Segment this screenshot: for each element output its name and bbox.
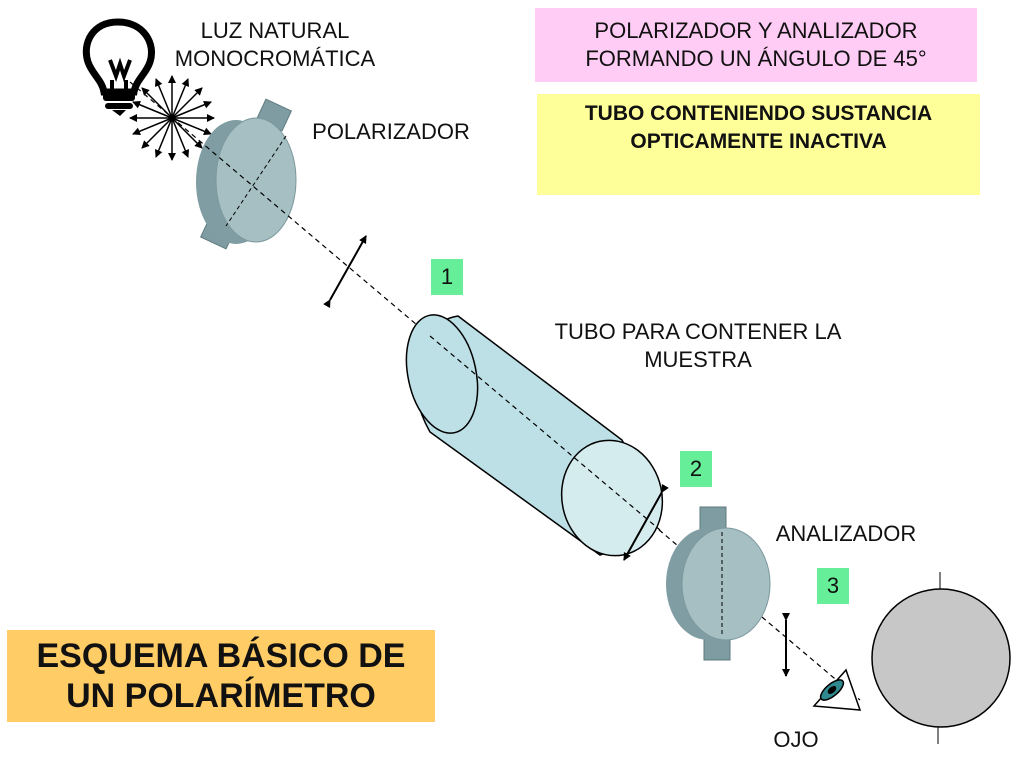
light-source-label: LUZ NATURAL MONOCROMÁTICA xyxy=(174,18,376,71)
tube-label: TUBO PARA CONTENER LA MUESTRA xyxy=(554,319,842,372)
eye-label: OJO xyxy=(773,727,819,752)
eye-icon xyxy=(812,668,862,711)
step-marker-1: 1 xyxy=(431,259,463,295)
polarizer-label: POLARIZADOR xyxy=(312,119,470,144)
title-box: ESQUEMA BÁSICO DE UN POLARÍMETRO xyxy=(7,630,435,722)
unpolarized-light-rays xyxy=(129,75,215,161)
step-marker-2: 2 xyxy=(680,451,712,487)
polarized-light-arrow-1 xyxy=(323,235,367,309)
lightbulb-icon xyxy=(82,18,155,116)
polarizer-disc xyxy=(196,98,297,250)
substance-note-box: TUBO CONTENIENDO SUSTANCIA OPTICAMENTE I… xyxy=(537,94,980,195)
analyzer-label: ANALIZADOR xyxy=(775,521,917,546)
step-marker-3: 3 xyxy=(817,568,849,604)
angle-note-box: POLARIZADOR Y ANALIZADOR FORMANDO UN ÁNG… xyxy=(535,8,977,82)
analyzer-disc xyxy=(666,506,771,661)
polarized-light-arrow-2 xyxy=(623,483,669,561)
field-of-view-disc xyxy=(871,572,1011,744)
